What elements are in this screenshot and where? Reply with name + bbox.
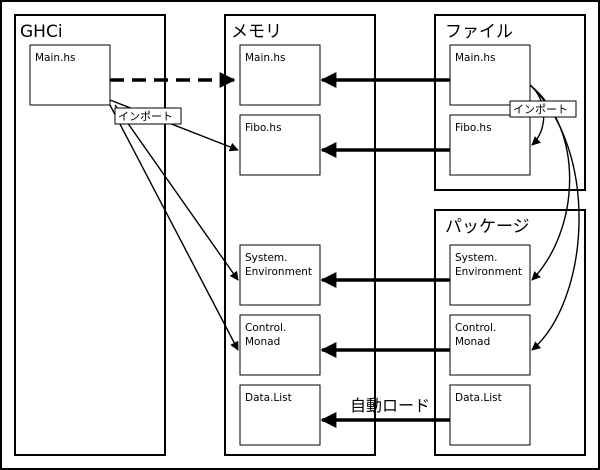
mem-main-label: Main.hs [245,52,286,64]
mem-ctrl-module [239,314,321,376]
pkg-ctrl-label-1: Control. [455,322,496,334]
mem-ctrl-label-1: Control. [245,322,286,334]
file-panel-title: ファイル [445,22,513,42]
file-main-label: Main.hs [455,52,496,64]
ghci-main-module [29,44,111,106]
memory-panel-title: メモリ [231,22,282,42]
pkg-datalist-module [449,384,531,446]
file-fibo-label: Fibo.hs [455,122,492,134]
mem-fibo-label: Fibo.hs [245,122,282,134]
pkg-sysenv-label-1: System. [455,252,498,264]
mem-datalist-label: Data.List [245,392,292,404]
import-ctrl-arrow [109,104,239,351]
import-sysenv-arrow [114,104,239,281]
ghci-main-label: Main.hs [35,52,76,64]
ghci-panel-title: GHCi [20,22,63,42]
pkg-sysenv-label-2: Environment [455,266,522,278]
pkg-ctrl-module [449,314,531,376]
mem-main-module [239,44,321,106]
import-tag-right-label: インポート [513,103,568,116]
import-tag-left [114,107,182,125]
file-main-module [449,44,531,106]
import-tag-left-label: インポート [118,110,173,123]
file-fibo-module [449,114,531,176]
autoload-label: 自動ロード [350,396,430,415]
pkg-sysenv-module [449,244,531,306]
mem-fibo-module [239,114,321,176]
package-panel-title: パッケージ [445,217,530,237]
import-tag-right [509,100,577,118]
mem-sysenv-label-1: System. [245,252,288,264]
mem-datalist-module [239,384,321,446]
pkg-datalist-label: Data.List [455,392,502,404]
mem-sysenv-label-2: Environment [245,266,312,278]
mem-ctrl-label-2: Monad [245,336,280,348]
mem-sysenv-module [239,244,321,306]
pkg-ctrl-label-2: Monad [455,336,490,348]
